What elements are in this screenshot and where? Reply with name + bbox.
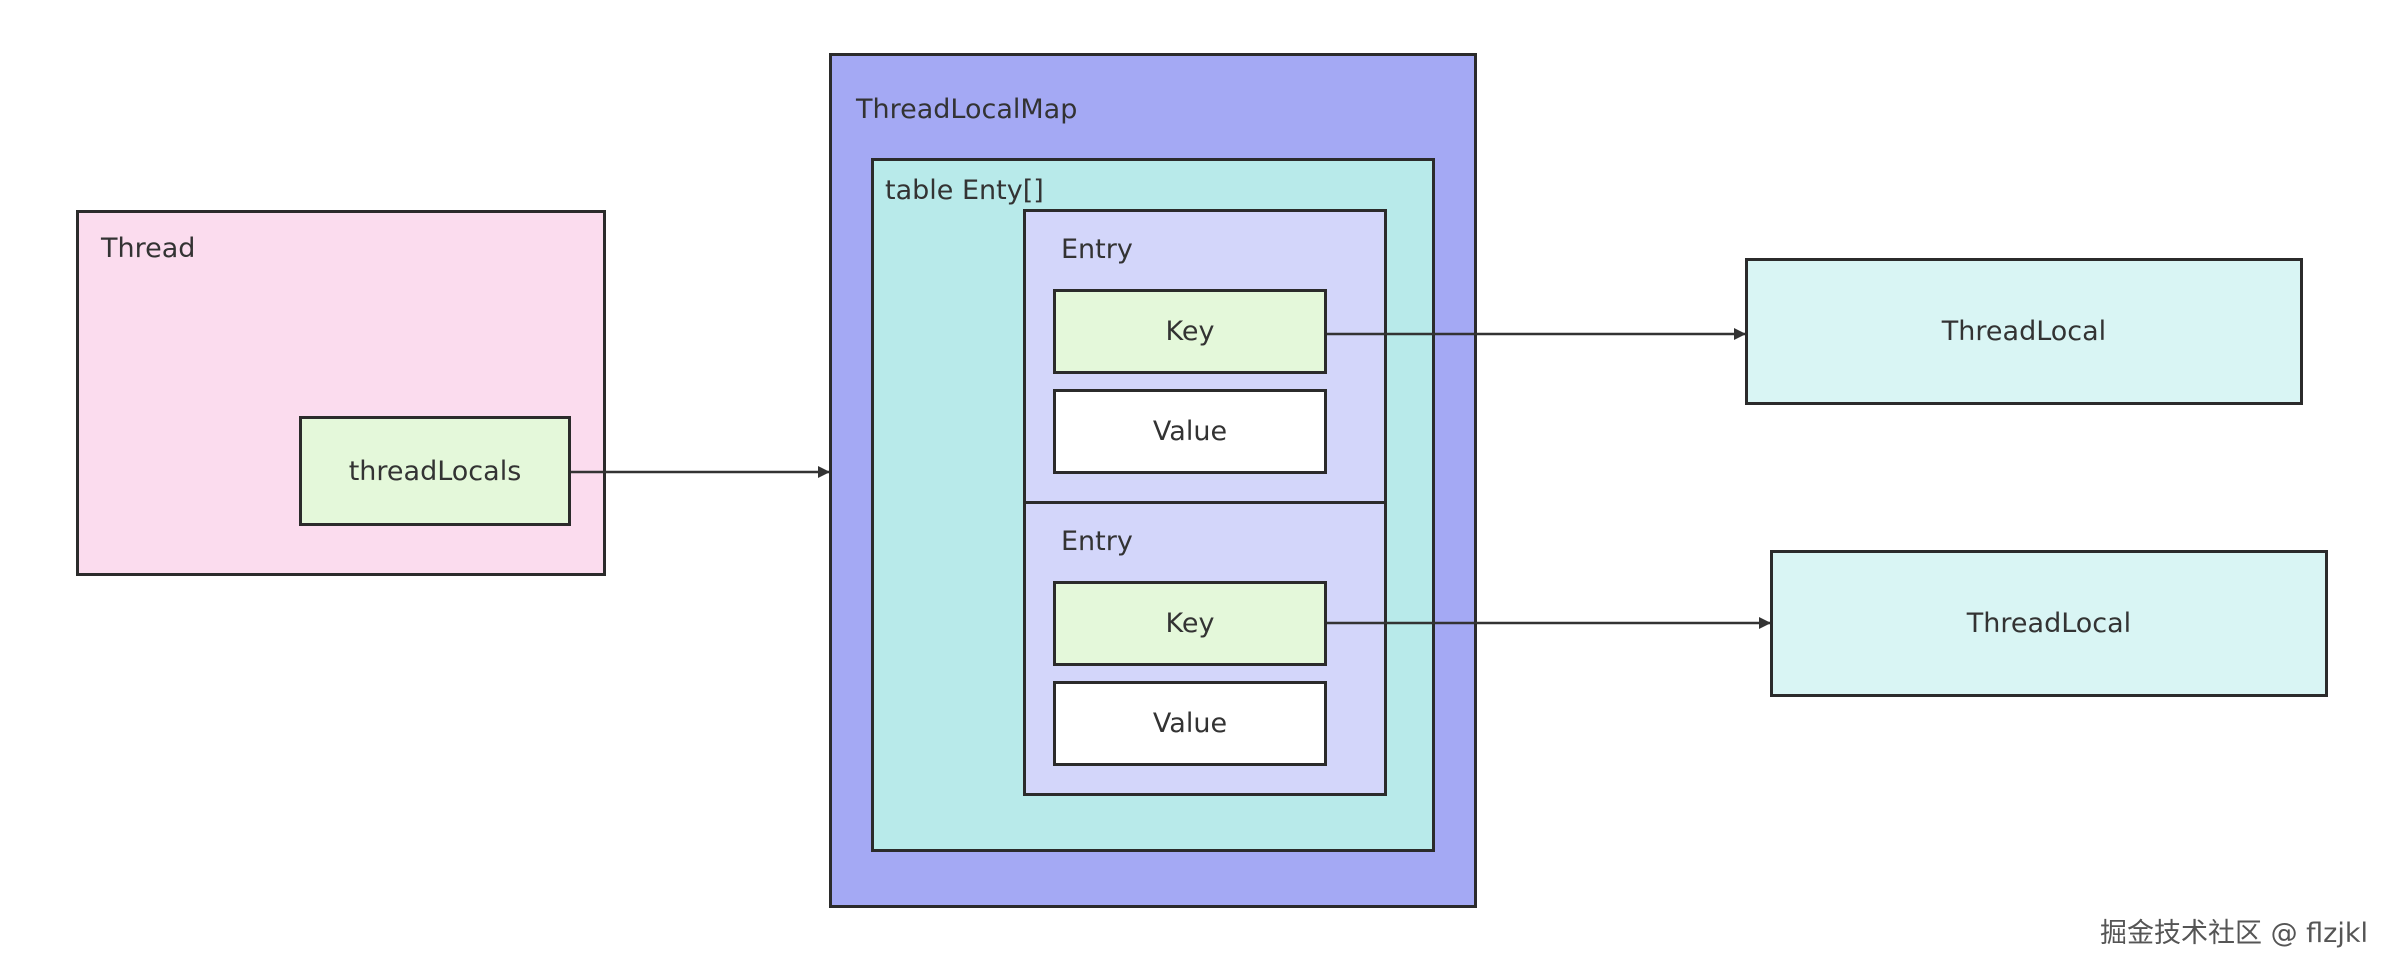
threadlocal-label: ThreadLocal (1966, 608, 2132, 639)
threadlocalmap-title: ThreadLocalMap (856, 94, 1078, 125)
entry-key-box: Key (1053, 289, 1327, 374)
entry-key-label: Key (1165, 316, 1215, 347)
watermark-text: 掘金技术社区 @ flzjkl (2100, 918, 2368, 949)
entry-value-box: Value (1053, 389, 1327, 474)
entry-value-label: Value (1152, 416, 1228, 447)
entry-key-label: Key (1165, 608, 1215, 639)
threadlocals-field-label: threadLocals (348, 455, 522, 487)
thread-title: Thread (101, 233, 196, 264)
threadlocal-box: ThreadLocal (1745, 258, 2303, 405)
entry-title: Entry (1061, 526, 1133, 557)
threadlocals-field-box: threadLocals (299, 416, 571, 526)
entry-title: Entry (1061, 234, 1133, 265)
entry-value-label: Value (1152, 708, 1228, 739)
threadlocal-box: ThreadLocal (1770, 550, 2328, 697)
entry-key-box: Key (1053, 581, 1327, 666)
threadlocal-label: ThreadLocal (1941, 316, 2107, 347)
entry-table-title: table Enty[] (885, 175, 1044, 206)
entry-value-box: Value (1053, 681, 1327, 766)
